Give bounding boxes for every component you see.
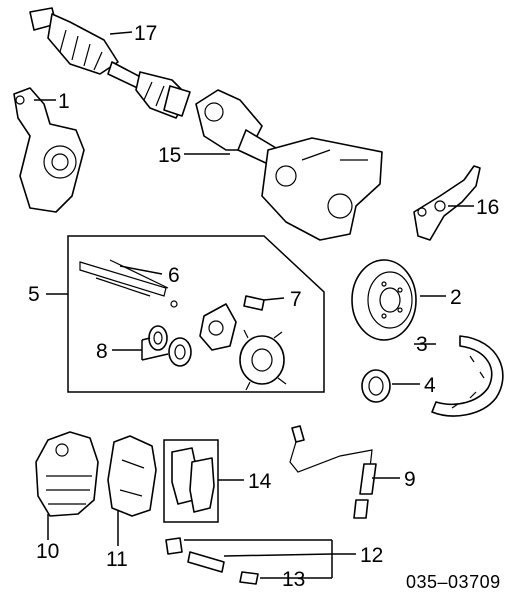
kit-group-14-outline bbox=[163, 439, 219, 523]
part-7-stud bbox=[243, 295, 265, 311]
small-bolt bbox=[170, 300, 178, 308]
part-10-brake-caliper bbox=[35, 431, 99, 517]
part-2-brake-rotor bbox=[351, 259, 417, 341]
callout-6: 6 bbox=[168, 264, 180, 287]
callout-7: 7 bbox=[290, 288, 302, 311]
part-12-bolt bbox=[165, 537, 225, 573]
callout-12: 12 bbox=[360, 544, 383, 567]
part-1-steering-knuckle bbox=[13, 87, 85, 213]
callout-5: 5 bbox=[28, 283, 40, 306]
callout-8: 8 bbox=[96, 340, 108, 363]
part-3-dust-shield bbox=[431, 335, 504, 417]
callout-16: 16 bbox=[476, 196, 499, 219]
callout-1: 1 bbox=[58, 90, 70, 113]
part-11-caliper-bracket bbox=[107, 435, 157, 517]
part-8-seal-and-bearing bbox=[148, 325, 192, 367]
callout-11: 11 bbox=[106, 548, 128, 571]
hub-flange bbox=[199, 303, 237, 351]
callout-13: 13 bbox=[282, 568, 305, 591]
callout-14: 14 bbox=[248, 470, 272, 493]
leader-lines bbox=[34, 31, 474, 579]
callout-9: 9 bbox=[404, 468, 416, 491]
wheel-hub bbox=[239, 329, 287, 391]
part-4-seal bbox=[361, 369, 391, 403]
diagram-code: 035–03709 bbox=[406, 572, 501, 592]
callout-2: 2 bbox=[450, 286, 462, 309]
kit-group-5-outline bbox=[67, 235, 325, 393]
callout-3: 3 bbox=[416, 333, 428, 356]
part-16-knuckle-arm bbox=[413, 165, 481, 241]
part-9-brake-hose bbox=[289, 425, 377, 519]
part-13-bolt bbox=[239, 571, 259, 585]
callout-10: 10 bbox=[36, 540, 59, 563]
part-6-lines bbox=[79, 259, 169, 297]
part-14-brake-pads bbox=[171, 447, 215, 513]
callout-17: 17 bbox=[134, 22, 157, 45]
callout-4: 4 bbox=[424, 374, 436, 397]
part-15-axle-housing bbox=[195, 89, 383, 241]
callout-15: 15 bbox=[158, 144, 181, 167]
part-17-drive-shaft bbox=[29, 7, 191, 119]
